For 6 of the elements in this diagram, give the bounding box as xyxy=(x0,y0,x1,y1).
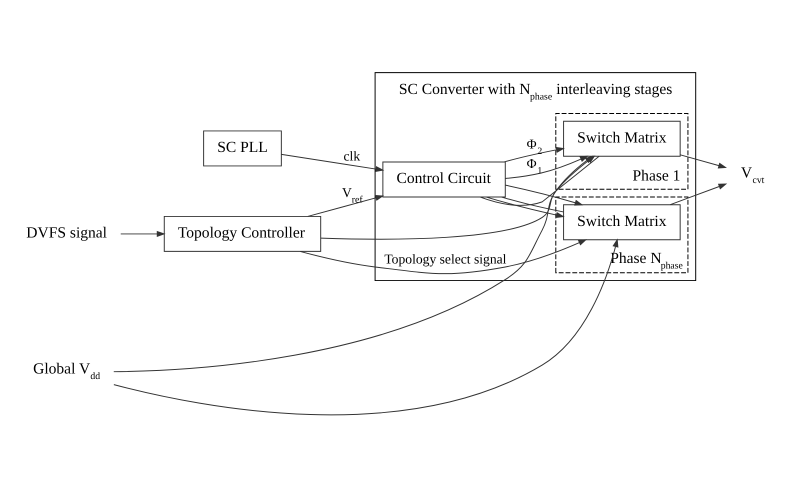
edge-label: clk xyxy=(344,148,360,163)
edge-label: V$_{ref}$ xyxy=(342,184,363,206)
edge-label: Topology select signal xyxy=(384,250,506,266)
node-text: V$_{cvt}$ xyxy=(740,164,764,186)
node-text: Global V$_{dd}$ xyxy=(33,360,100,382)
node-text: DVFS signal xyxy=(26,224,108,242)
